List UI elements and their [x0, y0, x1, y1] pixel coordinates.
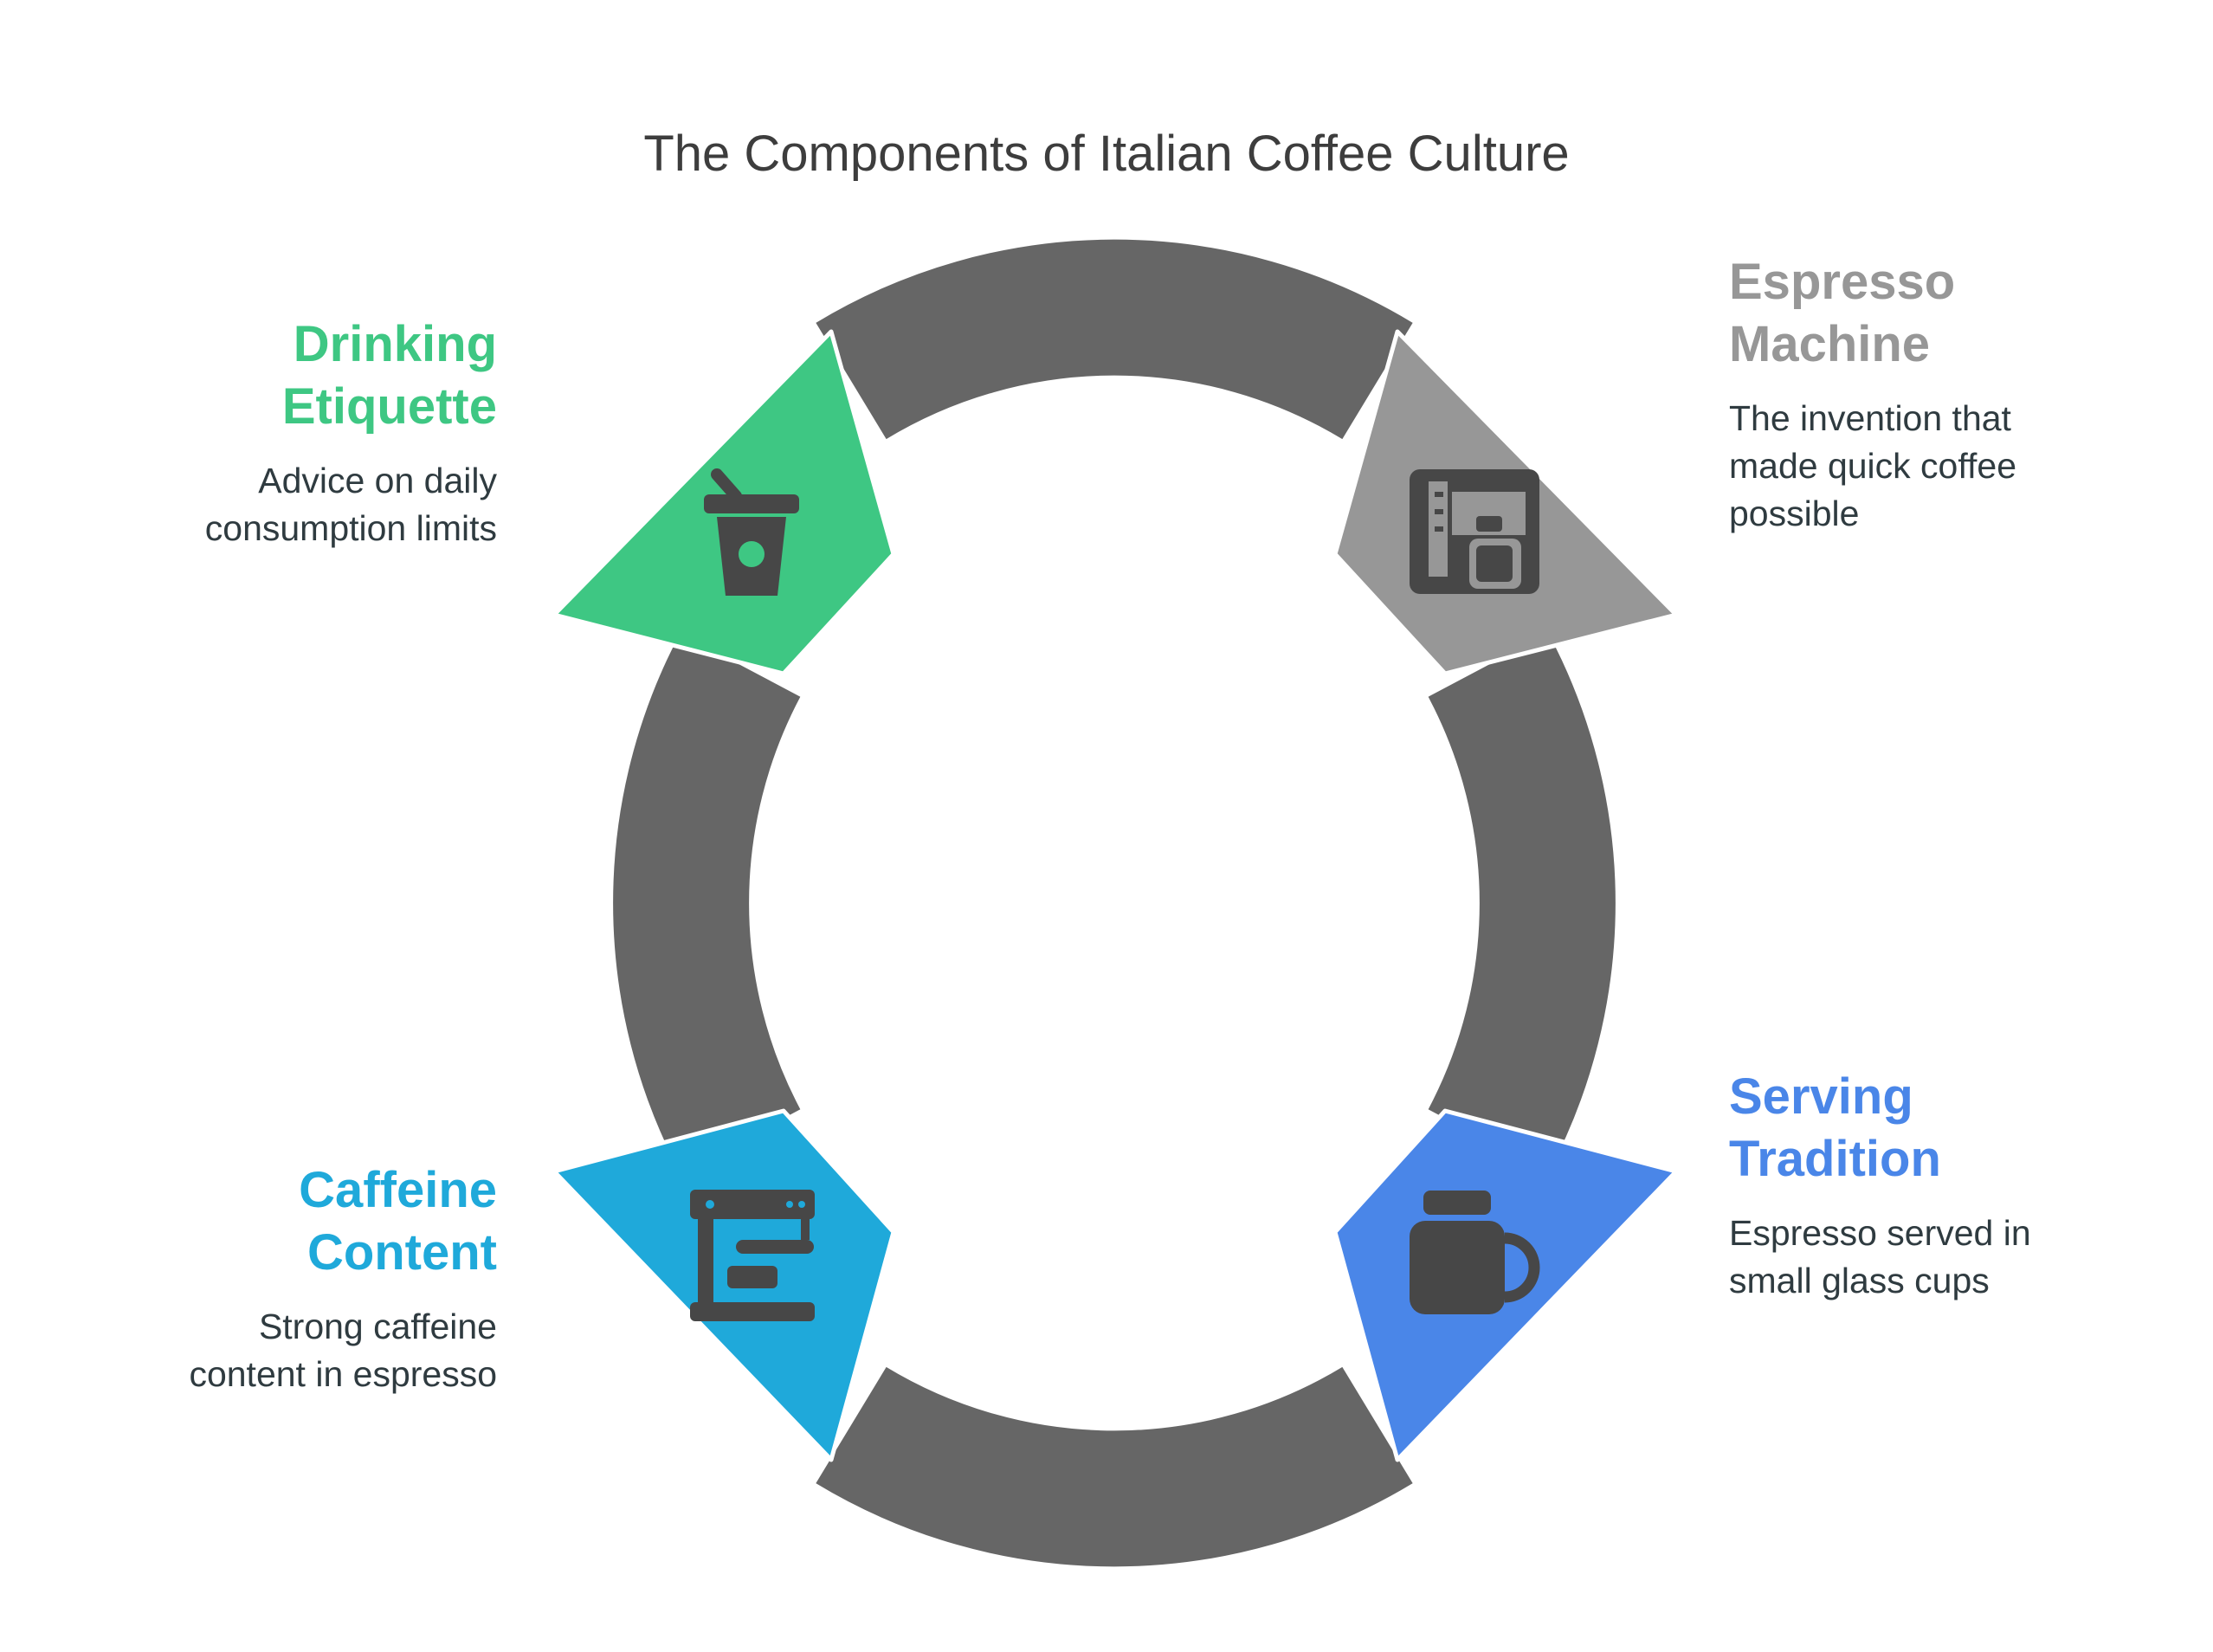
desc-line-2: made quick coffee [1729, 446, 2017, 486]
heading-drinking-etiquette: Drinking Etiquette [12, 313, 497, 438]
heading-caffeine-content: Caffeine Content [12, 1159, 497, 1284]
desc-line-1: Espresso served in [1729, 1213, 2031, 1253]
heading-serving-tradition: Serving Tradition [1729, 1066, 2213, 1191]
label-espresso-machine: Espresso Machine The invention that made… [1729, 251, 2213, 538]
heading-line-1: Espresso [1729, 254, 1956, 310]
desc-line-1: Strong caffeine [258, 1307, 497, 1346]
desc-drinking-etiquette: Advice on daily consumption limits [12, 457, 497, 552]
heading-espresso-machine: Espresso Machine [1729, 251, 2213, 376]
heading-line-2: Tradition [1729, 1131, 1941, 1187]
ring-arc-right [1428, 633, 1616, 1173]
heading-line-1: Drinking [293, 316, 497, 372]
label-serving-tradition: Serving Tradition Espresso served in sma… [1729, 1066, 2213, 1305]
label-caffeine-content: Caffeine Content Strong caffeine content… [12, 1159, 497, 1398]
desc-line-1: Advice on daily [258, 461, 497, 500]
drip-coffee-maker-icon [1410, 469, 1539, 594]
desc-espresso-machine: The invention that made quick coffee pos… [1729, 395, 2213, 538]
ring-arc-bottom [816, 1366, 1413, 1567]
desc-line-2: consumption limits [204, 508, 497, 548]
desc-line-2: content in espresso [189, 1354, 497, 1394]
takeaway-cup-icon [704, 468, 799, 596]
mug-icon [1410, 1191, 1540, 1314]
heading-line-1: Caffeine [299, 1162, 497, 1218]
desc-line-2: small glass cups [1729, 1261, 1990, 1300]
desc-serving-tradition: Espresso served in small glass cups [1729, 1210, 2213, 1305]
heading-line-1: Serving [1729, 1068, 1913, 1125]
heading-line-2: Content [306, 1224, 497, 1281]
ring-arc-left [613, 633, 801, 1173]
espresso-machine-icon [690, 1190, 815, 1321]
ring-arc-top [816, 239, 1413, 440]
desc-line-1: The invention that [1729, 398, 2011, 438]
label-drinking-etiquette: Drinking Etiquette Advice on daily consu… [12, 313, 497, 552]
segment-caffeine-content[interactable] [552, 1108, 896, 1462]
desc-line-3: possible [1729, 494, 1860, 533]
segment-serving-tradition[interactable] [1332, 1108, 1679, 1462]
ring [613, 239, 1616, 1567]
page-title: The Components of Italian Coffee Culture [643, 126, 1570, 182]
heading-line-2: Etiquette [281, 378, 497, 435]
desc-caffeine-content: Strong caffeine content in espresso [12, 1303, 497, 1398]
heading-line-2: Machine [1729, 316, 1931, 372]
